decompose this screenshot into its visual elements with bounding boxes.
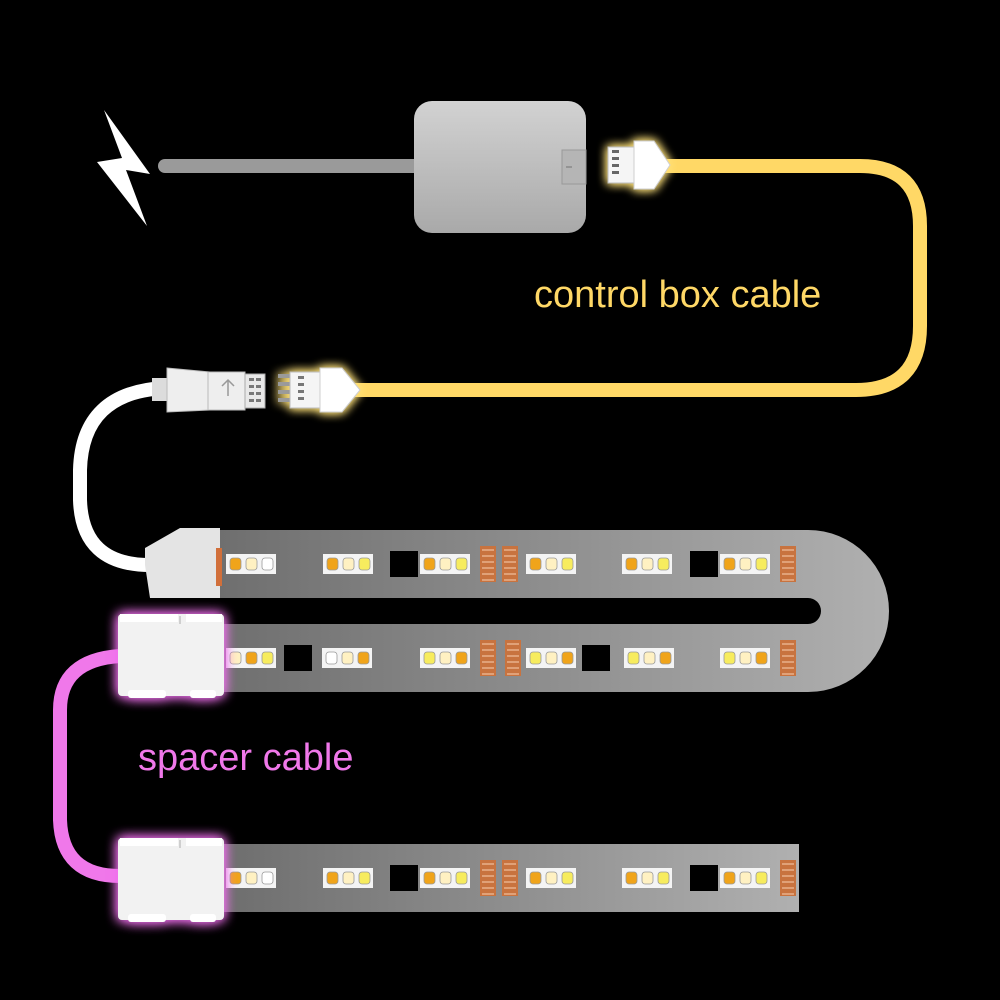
led-dot <box>723 651 736 665</box>
spacer-cable <box>53 649 127 883</box>
led-chips <box>226 546 796 896</box>
led-dot <box>423 651 436 665</box>
led-dot <box>545 871 558 885</box>
led-dot <box>455 871 468 885</box>
control-box-cable <box>338 159 927 397</box>
led-dot <box>261 871 274 885</box>
led-dot <box>423 557 436 571</box>
led-dot <box>439 557 452 571</box>
contact-pad <box>480 640 496 676</box>
spacer-cable-label: spacer cable <box>138 737 354 779</box>
led-dot <box>455 557 468 571</box>
contact-pad <box>480 860 496 896</box>
led-dot <box>625 871 638 885</box>
led-dot <box>455 651 468 665</box>
led-dot <box>659 651 672 665</box>
led-dot <box>261 651 274 665</box>
led-dot <box>627 651 640 665</box>
led-dot <box>229 557 242 571</box>
led-dot <box>641 871 654 885</box>
led-dot <box>529 871 542 885</box>
spacer-connector-top <box>118 614 224 698</box>
ic-chip <box>284 645 312 671</box>
led-dot <box>229 871 242 885</box>
contact-pad <box>480 546 496 582</box>
led-dot <box>641 557 654 571</box>
spacer-connector-bottom <box>118 838 224 922</box>
strip-end-cap <box>145 528 220 598</box>
led-dot <box>755 651 768 665</box>
control-box <box>414 101 586 233</box>
led-dot <box>545 557 558 571</box>
ic-chip <box>390 865 418 891</box>
led-dot <box>561 871 574 885</box>
led-dot <box>755 871 768 885</box>
ic-chip <box>582 645 610 671</box>
led-dot <box>439 871 452 885</box>
led-dot <box>342 557 355 571</box>
led-dot <box>545 651 558 665</box>
led-dot <box>245 871 258 885</box>
strip-lead-connector <box>152 367 266 413</box>
led-dot <box>245 651 258 665</box>
led-dot <box>261 557 274 571</box>
contact-pad <box>502 860 518 896</box>
contact-pad <box>780 860 796 896</box>
led-dot <box>561 651 574 665</box>
contact-pad <box>780 640 796 676</box>
contact-pad <box>780 546 796 582</box>
led-dot <box>529 557 542 571</box>
control-box-cable-label: control box cable <box>534 274 822 316</box>
led-dot <box>439 651 452 665</box>
led-dot <box>229 651 242 665</box>
led-dot <box>342 871 355 885</box>
led-dot <box>358 557 371 571</box>
led-dot <box>739 871 752 885</box>
strip-lead-wire <box>73 381 172 572</box>
led-dot <box>529 651 542 665</box>
led-dot <box>325 651 338 665</box>
led-dot <box>739 651 752 665</box>
led-dot <box>625 557 638 571</box>
led-dot <box>245 557 258 571</box>
led-dot <box>723 557 736 571</box>
contact-pad <box>505 640 521 676</box>
control-box-cable-connector-bottom <box>278 367 361 413</box>
led-dot <box>657 871 670 885</box>
led-dot <box>723 871 736 885</box>
led-dot <box>755 557 768 571</box>
led-dot <box>657 557 670 571</box>
ic-chip <box>690 551 718 577</box>
led-dot <box>326 871 339 885</box>
ic-chip <box>690 865 718 891</box>
led-dot <box>423 871 436 885</box>
led-dot <box>358 871 371 885</box>
led-dot <box>739 557 752 571</box>
led-dot <box>326 557 339 571</box>
contact-pad <box>502 546 518 582</box>
control-box-cable-connector-top <box>607 140 671 190</box>
led-dot <box>341 651 354 665</box>
control-box-port <box>561 149 587 185</box>
lightning-bolt-icon <box>97 110 150 226</box>
led-dot <box>357 651 370 665</box>
ic-chip <box>390 551 418 577</box>
led-dot <box>561 557 574 571</box>
led-dot <box>643 651 656 665</box>
